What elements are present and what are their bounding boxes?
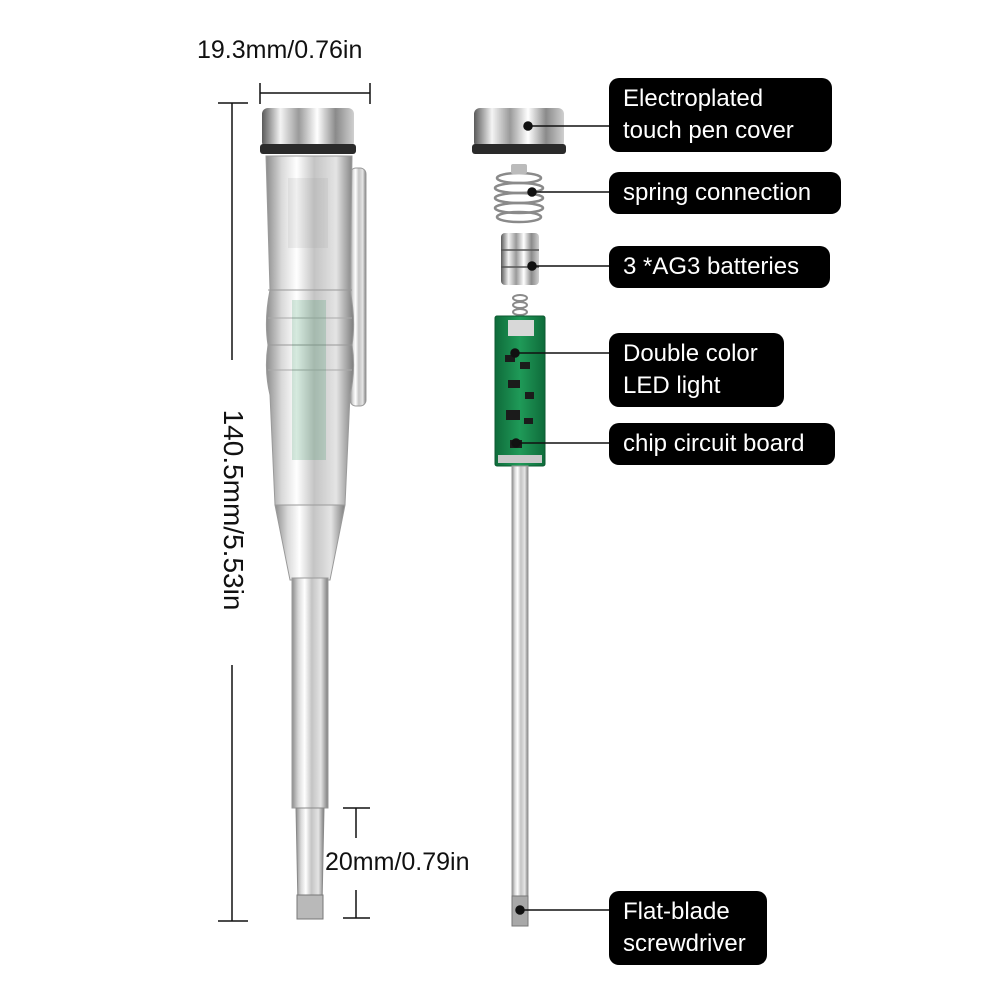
right-shaft xyxy=(511,465,529,897)
callout-batteries-text: 3 *AG3 batteries xyxy=(623,253,800,280)
width-dimension xyxy=(259,83,371,104)
callout-spring: spring connection xyxy=(609,172,841,214)
callout-led-line-2: LED light xyxy=(623,372,721,399)
assembled-screwdriver xyxy=(260,108,367,920)
flat-blade-tip xyxy=(296,894,324,920)
callout-led-line-1: Double color xyxy=(623,340,758,367)
pen-cap xyxy=(262,108,354,148)
ag3-batteries xyxy=(501,233,539,285)
callout-spring-text: spring connection xyxy=(623,179,812,206)
callout-blade-line-2: screwdriver xyxy=(623,930,746,957)
callout-cover-line-1: Electroplated xyxy=(623,85,764,112)
callout-batteries: 3 *AG3 batteries xyxy=(609,246,830,288)
callout-blade-line-1: Flat-blade xyxy=(623,898,730,925)
callout-cover: Electroplated touch pen cover xyxy=(609,78,832,152)
length-label: 140.5mm/5.53in xyxy=(218,409,249,611)
callout-blade: Flat-blade screwdriver xyxy=(609,891,767,965)
callout-board-text: chip circuit board xyxy=(623,430,805,457)
tip-dimension xyxy=(343,807,370,919)
tip-length-label: 20mm/0.79in xyxy=(325,848,470,876)
leader-lines xyxy=(510,121,612,915)
callout-cover-line-2: touch pen cover xyxy=(623,117,794,144)
touch-pen-cover xyxy=(474,108,564,148)
callout-led: Double color LED light xyxy=(609,333,784,407)
callout-board: chip circuit board xyxy=(609,423,835,465)
width-label: 19.3mm/0.76in xyxy=(197,36,363,64)
spring xyxy=(493,171,545,224)
left-shaft xyxy=(291,577,329,809)
exploded-view xyxy=(472,108,566,927)
length-dimension xyxy=(218,102,248,922)
